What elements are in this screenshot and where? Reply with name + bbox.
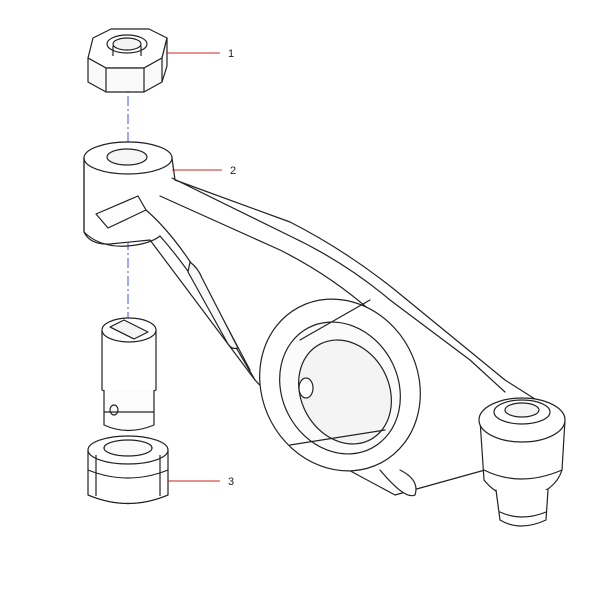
callout-2: 2 [172, 165, 236, 177]
callout-number-3: 3 [228, 476, 234, 488]
nut-icon [87, 28, 168, 93]
callout-number-2: 2 [230, 165, 236, 177]
callout-1: 1 [166, 48, 234, 60]
adjusting-screw-icon [87, 317, 169, 505]
callout-3: 3 [168, 476, 234, 488]
callout-number-1: 1 [228, 48, 234, 60]
rocker-arm-icon [83, 141, 566, 527]
